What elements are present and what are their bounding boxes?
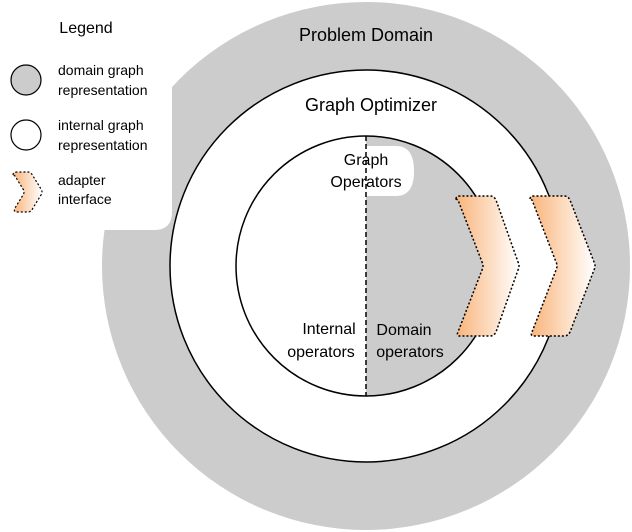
graph-optimizer-label: Graph Optimizer [305, 95, 437, 115]
legend-domain-label-line2: representation [58, 82, 148, 98]
legend-title: Legend [59, 20, 112, 37]
graph-operators-label-tab [366, 146, 414, 196]
legend-internal-swatch [10, 119, 42, 151]
adapter-chevron-inner [455, 195, 520, 337]
domain-operators-label-line1: Domain [376, 322, 431, 339]
problem-domain-label: Problem Domain [299, 25, 433, 45]
legend-internal-label-line1: internal graph [58, 117, 144, 133]
legend-adapter-label-line2: interface [58, 191, 112, 207]
legend-domain-label-line1: domain graph [58, 62, 144, 78]
graph-operators-label-line1: Graph [344, 152, 388, 169]
legend-adapter-swatch [12, 171, 43, 213]
legend-panel [0, 0, 172, 230]
graph-operators-label-line2: Operators [330, 174, 401, 191]
domain-operators-label-line2: operators [376, 344, 444, 361]
internal-operators-label-line1: Internal [302, 321, 355, 338]
legend-domain-swatch [10, 64, 42, 96]
internal-operators-label-line2: operators [287, 344, 355, 361]
legend-internal-label-line2: representation [58, 137, 148, 153]
legend-adapter-label-line1: adapter [58, 172, 106, 188]
adapter-chevron-outer [529, 195, 596, 337]
